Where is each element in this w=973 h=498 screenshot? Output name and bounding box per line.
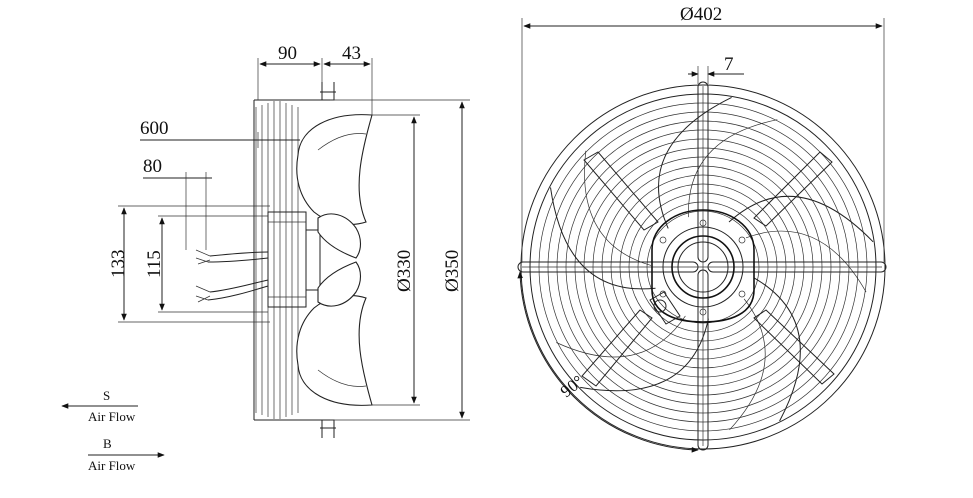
blade-edge — [580, 318, 709, 392]
blade-edge — [753, 277, 801, 422]
dim-90-label: 90 — [278, 43, 297, 64]
dimension-600: 600 — [140, 118, 300, 148]
dimension-7: 7 — [688, 54, 744, 84]
airflow-s-label: Air Flow — [88, 409, 136, 424]
dim-80-label: 80 — [143, 156, 162, 177]
airflow-b-letter: B — [103, 436, 112, 451]
dim-133-label: 133 — [108, 250, 129, 279]
side-cables — [195, 249, 269, 303]
guard-ring — [520, 84, 886, 450]
dimension-80: 80 — [143, 156, 212, 250]
dim-600-label: 600 — [140, 118, 169, 139]
dim-43-label: 43 — [342, 43, 361, 64]
dim-7-label: 7 — [724, 54, 734, 75]
front-view: Ø402 7 90° — [517, 4, 887, 453]
dim-330-label: Ø330 — [394, 250, 415, 292]
grille-frame — [253, 99, 330, 421]
airflow-s: S Air Flow — [61, 388, 138, 424]
blade-edge — [658, 96, 732, 229]
dimension-115: 115 — [144, 215, 268, 313]
blade-edge — [584, 150, 652, 266]
dimension-330: Ø330 — [372, 114, 420, 406]
airflow-legend: S Air Flow B Air Flow — [61, 388, 165, 473]
dim-115-label: 115 — [144, 250, 165, 278]
side-fan-blades — [296, 114, 373, 406]
blade-edge — [556, 315, 686, 358]
airflow-b: B Air Flow — [88, 436, 165, 473]
dim-350-label: Ø350 — [442, 250, 463, 292]
blade-edge — [745, 230, 867, 293]
dim-402-label: Ø402 — [680, 4, 722, 25]
airflow-s-letter: S — [103, 388, 110, 403]
dimension-350: Ø350 — [330, 99, 470, 421]
dimension-402: Ø402 — [521, 4, 885, 262]
side-mounting-brackets — [320, 82, 336, 438]
side-guard-grille — [253, 99, 330, 421]
side-view: 90 43 600 80 133 — [108, 43, 470, 438]
dimension-133: 133 — [108, 205, 270, 323]
dimension-43: 43 — [323, 43, 373, 115]
airflow-b-label: Air Flow — [88, 458, 136, 473]
front-fan-blades — [550, 96, 874, 431]
blade-edge — [728, 195, 874, 243]
blade-edge — [688, 119, 778, 218]
side-motor-body — [267, 211, 321, 308]
blade-edge — [729, 298, 766, 431]
dimension-90: 90 — [257, 43, 323, 100]
